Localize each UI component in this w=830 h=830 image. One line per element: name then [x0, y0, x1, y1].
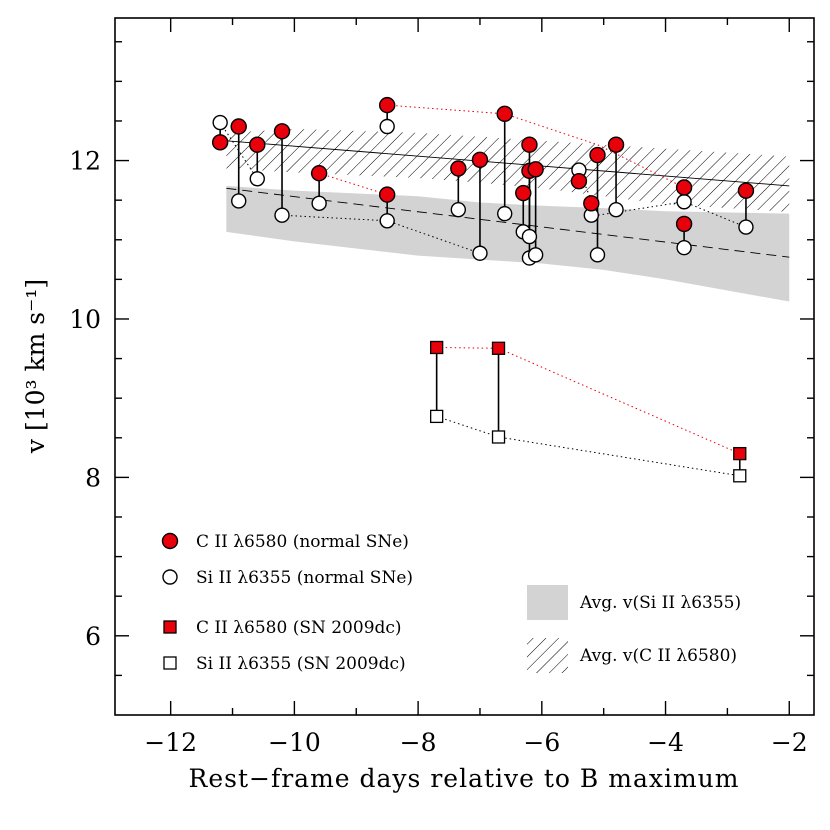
c-normal-point	[230, 118, 247, 135]
c-normal-point	[310, 165, 328, 182]
x-tick-label: −4	[647, 728, 684, 757]
c-normal-point	[211, 134, 229, 151]
c-normal-point	[675, 215, 693, 233]
c-dotted-link	[318, 172, 388, 196]
si-normal-point	[589, 247, 606, 263]
c-2009dc-point	[491, 341, 506, 355]
c-normal-point	[607, 136, 625, 153]
si-fit-line	[226, 187, 790, 258]
legend-avg-si-swatch	[527, 585, 568, 620]
y-tick-label: 12	[69, 147, 101, 176]
c-normal-point	[521, 136, 538, 153]
c-normal-point	[450, 160, 467, 177]
c-dotted-link	[387, 104, 685, 188]
c-normal-point	[378, 96, 396, 114]
si-normal-point	[249, 171, 265, 187]
c-normal-point	[675, 179, 693, 196]
legend-avg-si-label: Avg. v(Si II λ6355)	[579, 593, 741, 613]
c-normal-point	[737, 182, 755, 199]
si-normal-point	[472, 245, 488, 261]
sn2009dc-si-link	[436, 415, 740, 477]
legend-avg-c-label: Avg. v(C II λ6580)	[579, 646, 737, 666]
x-tick-label: −12	[144, 728, 197, 757]
si-normal-point	[311, 195, 327, 212]
y-tick-label: 10	[69, 305, 101, 334]
c-normal-point	[378, 186, 396, 203]
legend: C II λ6580 (normal SNe) Si II λ6355 (nor…	[161, 532, 741, 674]
si-normal-point	[521, 228, 538, 245]
x-tick-label: −6	[523, 728, 560, 757]
c-normal-point	[527, 161, 544, 178]
si-normal-point	[608, 201, 624, 218]
legend-si-2009dc-label: Si II λ6355 (SN 2009dc)	[196, 654, 406, 674]
si-normal-point	[212, 114, 228, 131]
x-tick-label: −2	[771, 728, 808, 757]
y-axis-label: v [10³ km s⁻¹]	[21, 279, 50, 454]
si-normal-point	[231, 193, 247, 209]
sn2009dc-c-link	[436, 346, 740, 455]
c-2009dc-point	[430, 340, 444, 355]
c-2009dc-point	[733, 446, 747, 461]
plot-frame	[114, 17, 815, 716]
x-tick-label: −10	[268, 728, 321, 757]
y-tick-label: 6	[85, 622, 101, 651]
c-fit-line	[226, 140, 790, 187]
c-normal-point	[570, 172, 588, 190]
legend-si-2009dc-marker	[163, 656, 177, 670]
c-normal-point	[273, 123, 291, 140]
c-normal-point	[249, 136, 266, 153]
si-normal-point	[274, 207, 290, 223]
y-tick-label: 8	[85, 463, 101, 492]
c-normal-point	[583, 195, 600, 212]
si-normal-point	[676, 194, 692, 210]
c-normal-point	[589, 146, 606, 164]
legend-c-normal-marker	[161, 532, 179, 550]
c-normal-point	[471, 151, 489, 168]
legend-si-normal-marker	[162, 569, 178, 585]
legend-si-normal-label: Si II λ6355 (normal SNe)	[196, 568, 413, 588]
x-axis-label: Rest−frame days relative to B maximum	[189, 764, 740, 793]
si-normal-point	[379, 213, 395, 229]
si-2009dc-point	[491, 430, 506, 444]
si-normal-point	[738, 219, 754, 235]
si-normal-point	[379, 118, 395, 135]
c-normal-point	[515, 184, 532, 202]
c-normal-point	[496, 105, 513, 123]
legend-c-2009dc-label: C II λ6580 (SN 2009dc)	[196, 618, 402, 638]
legend-c-2009dc-marker	[163, 620, 177, 634]
legend-c-normal-label: C II λ6580 (normal SNe)	[196, 532, 409, 552]
si-2009dc-point	[430, 409, 444, 424]
si-normal-point	[676, 239, 692, 256]
x-tick-label: −8	[400, 728, 437, 757]
si-average-band	[226, 185, 790, 302]
c-average-band	[226, 128, 790, 213]
si-normal-point	[497, 205, 513, 222]
si-2009dc-point	[733, 469, 747, 483]
si-normal-point	[450, 201, 467, 218]
si-normal-point	[527, 247, 544, 263]
legend-avg-c-swatch	[527, 638, 568, 673]
